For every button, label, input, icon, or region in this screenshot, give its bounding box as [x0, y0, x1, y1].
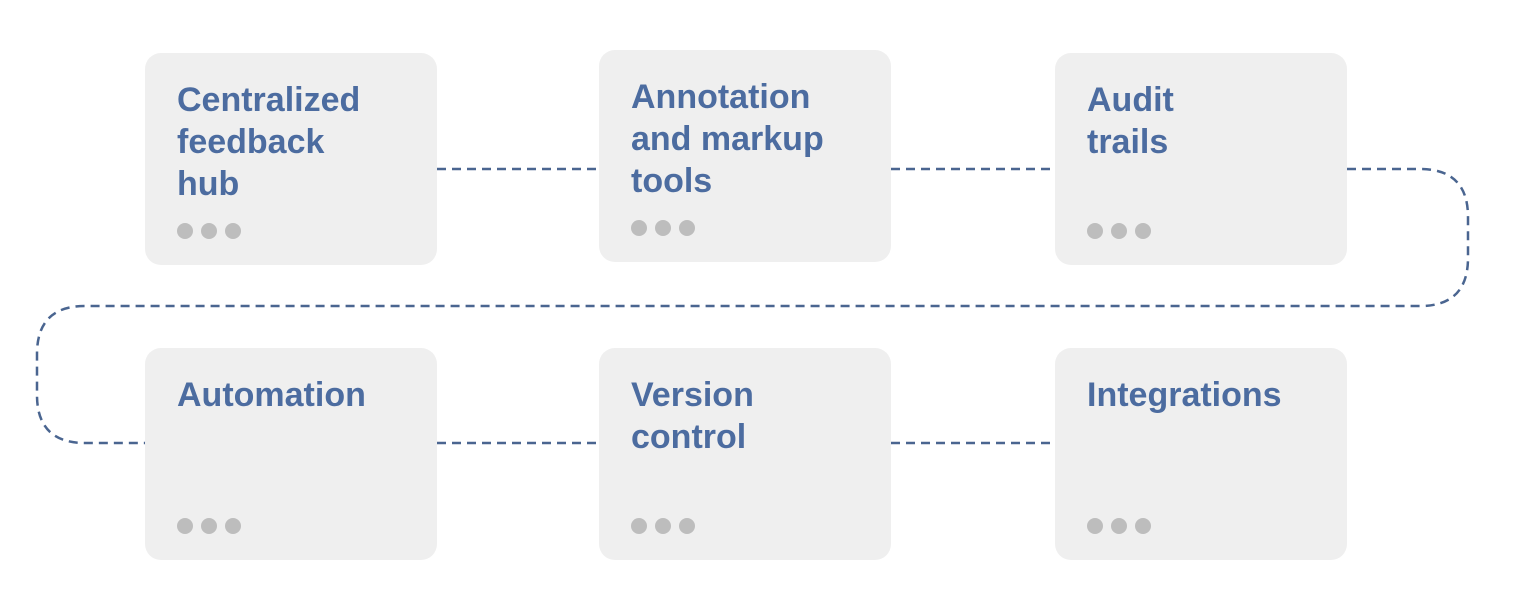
step-card-annotation-and-markup-tools: Annotation and markup tools [599, 50, 891, 262]
step-card-centralized-feedback-hub: Centralized feedback hub [145, 53, 437, 265]
more-options-icon [177, 223, 241, 239]
step-card-integrations: Integrations [1055, 348, 1347, 560]
step-title: Integrations [1087, 376, 1282, 414]
step-title: Audit trails [1087, 81, 1174, 161]
step-title: Annotation and markup tools [631, 78, 824, 200]
step-card-automation: Automation [145, 348, 437, 560]
step-card-audit-trails: Audit trails [1055, 53, 1347, 265]
more-options-icon [177, 518, 241, 534]
more-options-icon [1087, 223, 1151, 239]
connector-line [35, 167, 1470, 445]
more-options-icon [1087, 518, 1151, 534]
step-card-version-control: Version control [599, 348, 891, 560]
more-options-icon [631, 220, 695, 236]
more-options-icon [631, 518, 695, 534]
step-title: Version control [631, 376, 754, 456]
step-title: Automation [177, 376, 366, 414]
step-title: Centralized feedback hub [177, 81, 361, 203]
